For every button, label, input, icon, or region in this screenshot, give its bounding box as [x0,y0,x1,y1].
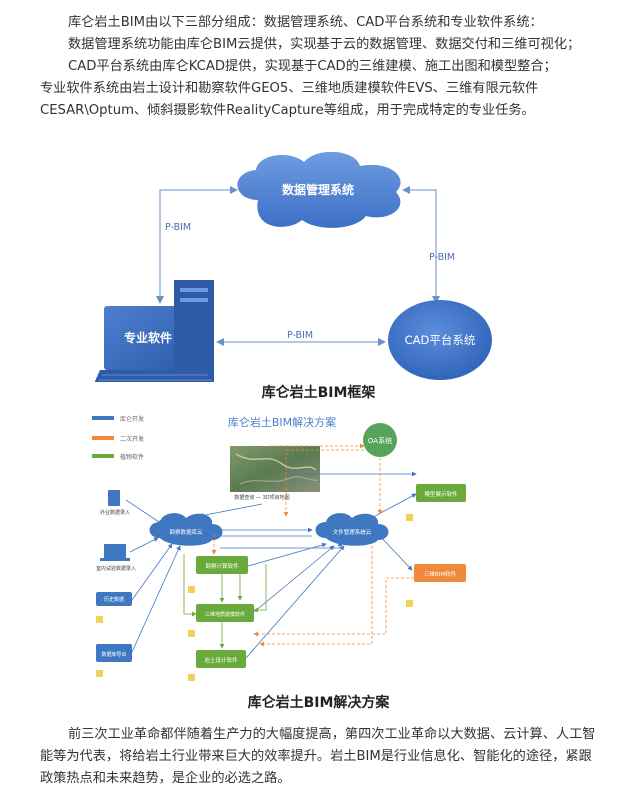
edge-label-left: P-BIM [165,222,191,233]
pc-label: 专业软件 [124,330,172,345]
field-data-label: 外业数据录入 [100,509,130,516]
edge-label-bottom: P-BIM [287,330,313,341]
computer-icon [94,280,214,382]
solution-caption: 库仑岩土BIM解决方案 [247,695,390,711]
intro-paragraph-3: CAD平台系统由库仑KCAD提供，实现基于CAD的三维建模、施工出图和模型整合； [68,59,557,74]
field-data-icon [108,490,120,506]
db-import-label: 数据库导出 [101,651,126,658]
geo-model-box [196,604,254,622]
intro-paragraph-1: 库仑岩土BIM由以下三部分组成：数据管理系统、CAD平台系统和专业软件系统： [68,15,543,30]
intro-paragraph-2: 数据管理系统功能由库仑BIM云提供，实现基于云的数据管理、数据交付和三维可视化； [68,37,581,52]
note-markers [96,514,413,681]
survey-software-label: 勘察计算软件 [205,562,239,570]
rock-design-box [196,650,246,668]
history-label: 历史数据 [104,596,124,603]
legend-item-3: 植物软件 [120,453,144,461]
laptop-icon [100,544,130,561]
file-cloud-icon [315,513,389,546]
lab-data-label: 室内试验数据录入 [96,565,136,572]
db-import-box [96,644,132,662]
blue-connectors [125,471,417,659]
outro-paragraph-1: 前三次工业革命都伴随着生产力的大幅度提高，第四次工业革命以大数据、云计算、人工智… [40,727,596,786]
model-show-box [416,484,466,502]
legend-item-1: 库仑开发 [120,415,144,423]
rock-design-label: 岩土设计软件 [204,656,238,664]
intro-paragraph-4: 专业软件系统由岩土设计和勘察软件GEO5、三维地质建模软件EVS、三维有限元软件… [40,81,539,118]
orange-connectors [211,443,414,647]
solution-diagram: 库仑开发 二次开发 植物软件 库仑岩土BIM解决方案 数据查询 — 3D项目地图… [92,415,466,681]
legend: 库仑开发 二次开发 植物软件 [92,415,144,461]
outro-text: 前三次工业革命都伴随着生产力的大幅度提高，第四次工业革命以大数据、云计算、人工智… [40,724,600,790]
framework-caption: 库仑岩土BIM框架 [261,385,376,401]
green-connectors [183,554,267,649]
map-caption: 数据查询 — 3D项目地图 [234,494,289,501]
cloud-icon [237,152,401,228]
oa-label: OA系统 [368,436,392,445]
framework-diagram: 数据管理系统 P-BIM P-BIM P-BIM 专业软件 CAD平台系统 [94,152,492,382]
bim-software-label: 三维BIM软件 [424,570,457,578]
kancha-cloud-icon [149,513,223,546]
connector-right [402,186,440,304]
file-cloud-label: 文件管理系统云 [333,528,372,536]
bim-software-box [414,564,466,582]
edge-label-right: P-BIM [429,252,455,263]
legend-item-2: 二次开发 [120,435,144,443]
history-box [96,592,132,606]
oa-node [363,423,397,457]
map-image [230,446,320,492]
geo-model-label: 三维地质建模软件 [205,611,245,618]
kancha-cloud-label: 勘察数据库云 [169,528,203,536]
cloud-label: 数据管理系统 [282,182,354,197]
solution-title: 库仑岩土BIM解决方案 [228,415,336,429]
model-show-label: 模型展示软件 [424,490,458,498]
cad-ellipse [388,300,492,380]
cad-label: CAD平台系统 [405,333,476,347]
intro-text: 库仑岩土BIM由以下三部分组成：数据管理系统、CAD平台系统和专业软件系统： 数… [40,12,600,122]
connector-left [156,186,238,304]
survey-software-box [196,556,248,574]
